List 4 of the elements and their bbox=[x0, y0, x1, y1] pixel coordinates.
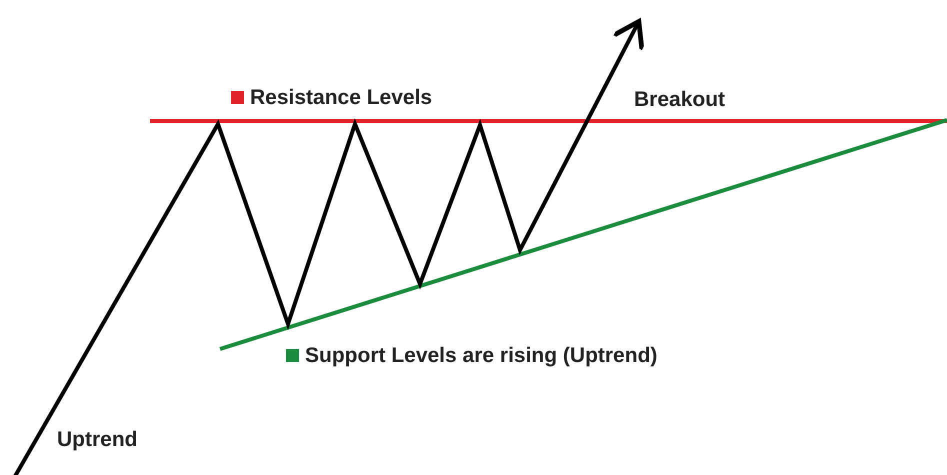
legend-label: Support Levels are rising (Uptrend) bbox=[305, 343, 658, 369]
chart-label: Breakout bbox=[634, 87, 726, 113]
legend-label: Resistance Levels bbox=[250, 85, 432, 111]
chart-label: Uptrend bbox=[57, 427, 138, 453]
